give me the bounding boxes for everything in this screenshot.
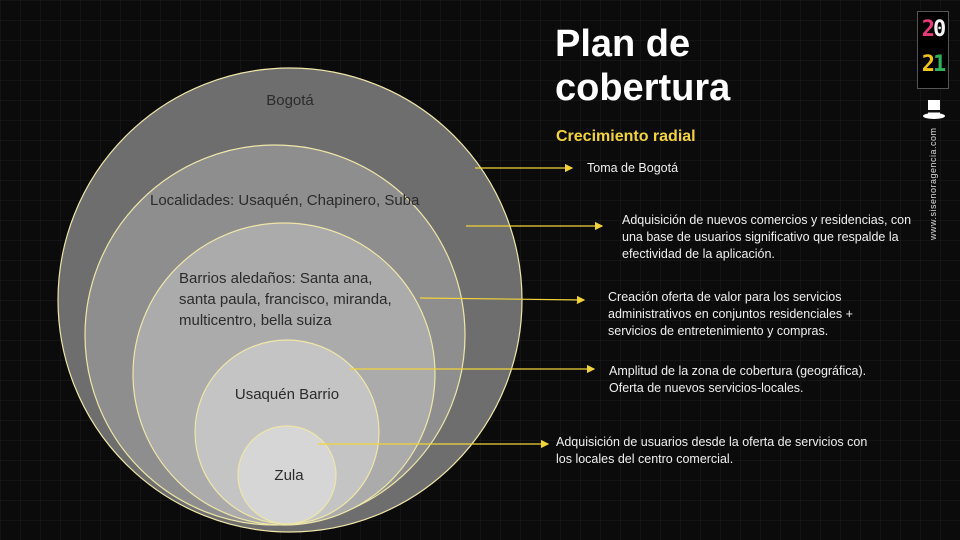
- slide-subtitle: Crecimiento radial: [556, 128, 696, 145]
- logo-digit: 0: [933, 17, 946, 42]
- logo-digit: 1: [933, 52, 946, 77]
- description-zula: Adquisición de usuarios desde la oferta …: [556, 435, 868, 466]
- description-barrios: Creación oferta de valor para los servic…: [608, 290, 853, 338]
- label-barrios: Barrios aledaños: Santa ana, santa paula…: [179, 270, 392, 329]
- logo-digit: 2: [921, 52, 935, 77]
- label-usaquen-barrio: Usaquén Barrio: [234, 386, 340, 403]
- label-bogota: Bogotá: [266, 92, 314, 109]
- circle-zula: [237, 425, 337, 525]
- top-hat-icon: [923, 100, 945, 119]
- website-url: www.sisenoragencia.com: [928, 127, 938, 240]
- label-zula: Zula: [274, 467, 304, 484]
- brand-logo: 20 21: [917, 11, 949, 89]
- label-localidades: Localidades: Usaquén, Chapinero, Suba: [150, 192, 420, 209]
- description-usaquen-barrio: Amplitud de la zona de cobertura (geográ…: [609, 364, 867, 395]
- description-localidades: Adquisición de nuevos comercios y reside…: [622, 213, 912, 261]
- description-bogota: Toma de Bogotá: [587, 161, 679, 175]
- slide-title: Plan de cobertura: [555, 23, 731, 109]
- arrow-barrios: [419, 295, 586, 305]
- logo-digit: 2: [921, 17, 935, 42]
